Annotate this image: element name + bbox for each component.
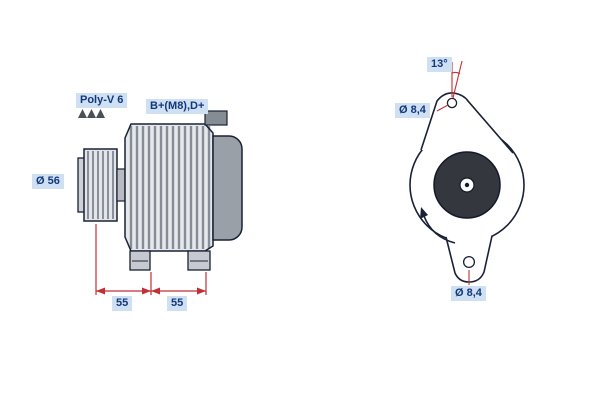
angle-reference-lines: [451, 60, 463, 99]
shaft-center-dot: [464, 182, 470, 188]
belt-type-label: Poly-V 6: [76, 93, 128, 108]
angle-arc: [451, 71, 461, 75]
stator-housing-outline: [124, 123, 214, 252]
top-lug-fill: [421, 92, 513, 153]
top-hole-leader-line: [436, 104, 449, 112]
front-view: [409, 60, 525, 285]
drive-shaft: [116, 168, 126, 202]
top-mounting-hole: [446, 97, 458, 109]
bottom-hole-diameter-label: Ø 8,4: [451, 286, 486, 301]
side-view: [77, 109, 243, 295]
bottom-mounting-hole: [462, 255, 476, 269]
dimension-arrow: [96, 287, 105, 295]
dimension-arrow: [151, 287, 160, 295]
dimension-label-front: 55: [112, 296, 133, 311]
rotation-arrow-head: [420, 207, 428, 219]
angle-slanted-line: [452, 60, 463, 99]
pulley-groove-lines: [87, 151, 114, 219]
dimension-arrows: [96, 287, 206, 295]
belt-rib-detail: [78, 109, 105, 118]
dimension-arrow: [142, 287, 151, 295]
lug-angle-label: 13°: [427, 57, 452, 72]
terminal-block: [204, 110, 228, 126]
top-hole-diameter-label: Ø 8,4: [395, 103, 430, 118]
dimension-label-rear: 55: [167, 296, 188, 311]
dimension-arrow: [197, 287, 206, 295]
rotation-arrow-icon: [423, 215, 456, 244]
terminal-label: B+(M8),D+: [146, 99, 209, 114]
rear-cover: [212, 135, 243, 241]
pulley-diameter-label: Ø 56: [32, 174, 64, 189]
cooling-fin-lines: [129, 126, 211, 249]
